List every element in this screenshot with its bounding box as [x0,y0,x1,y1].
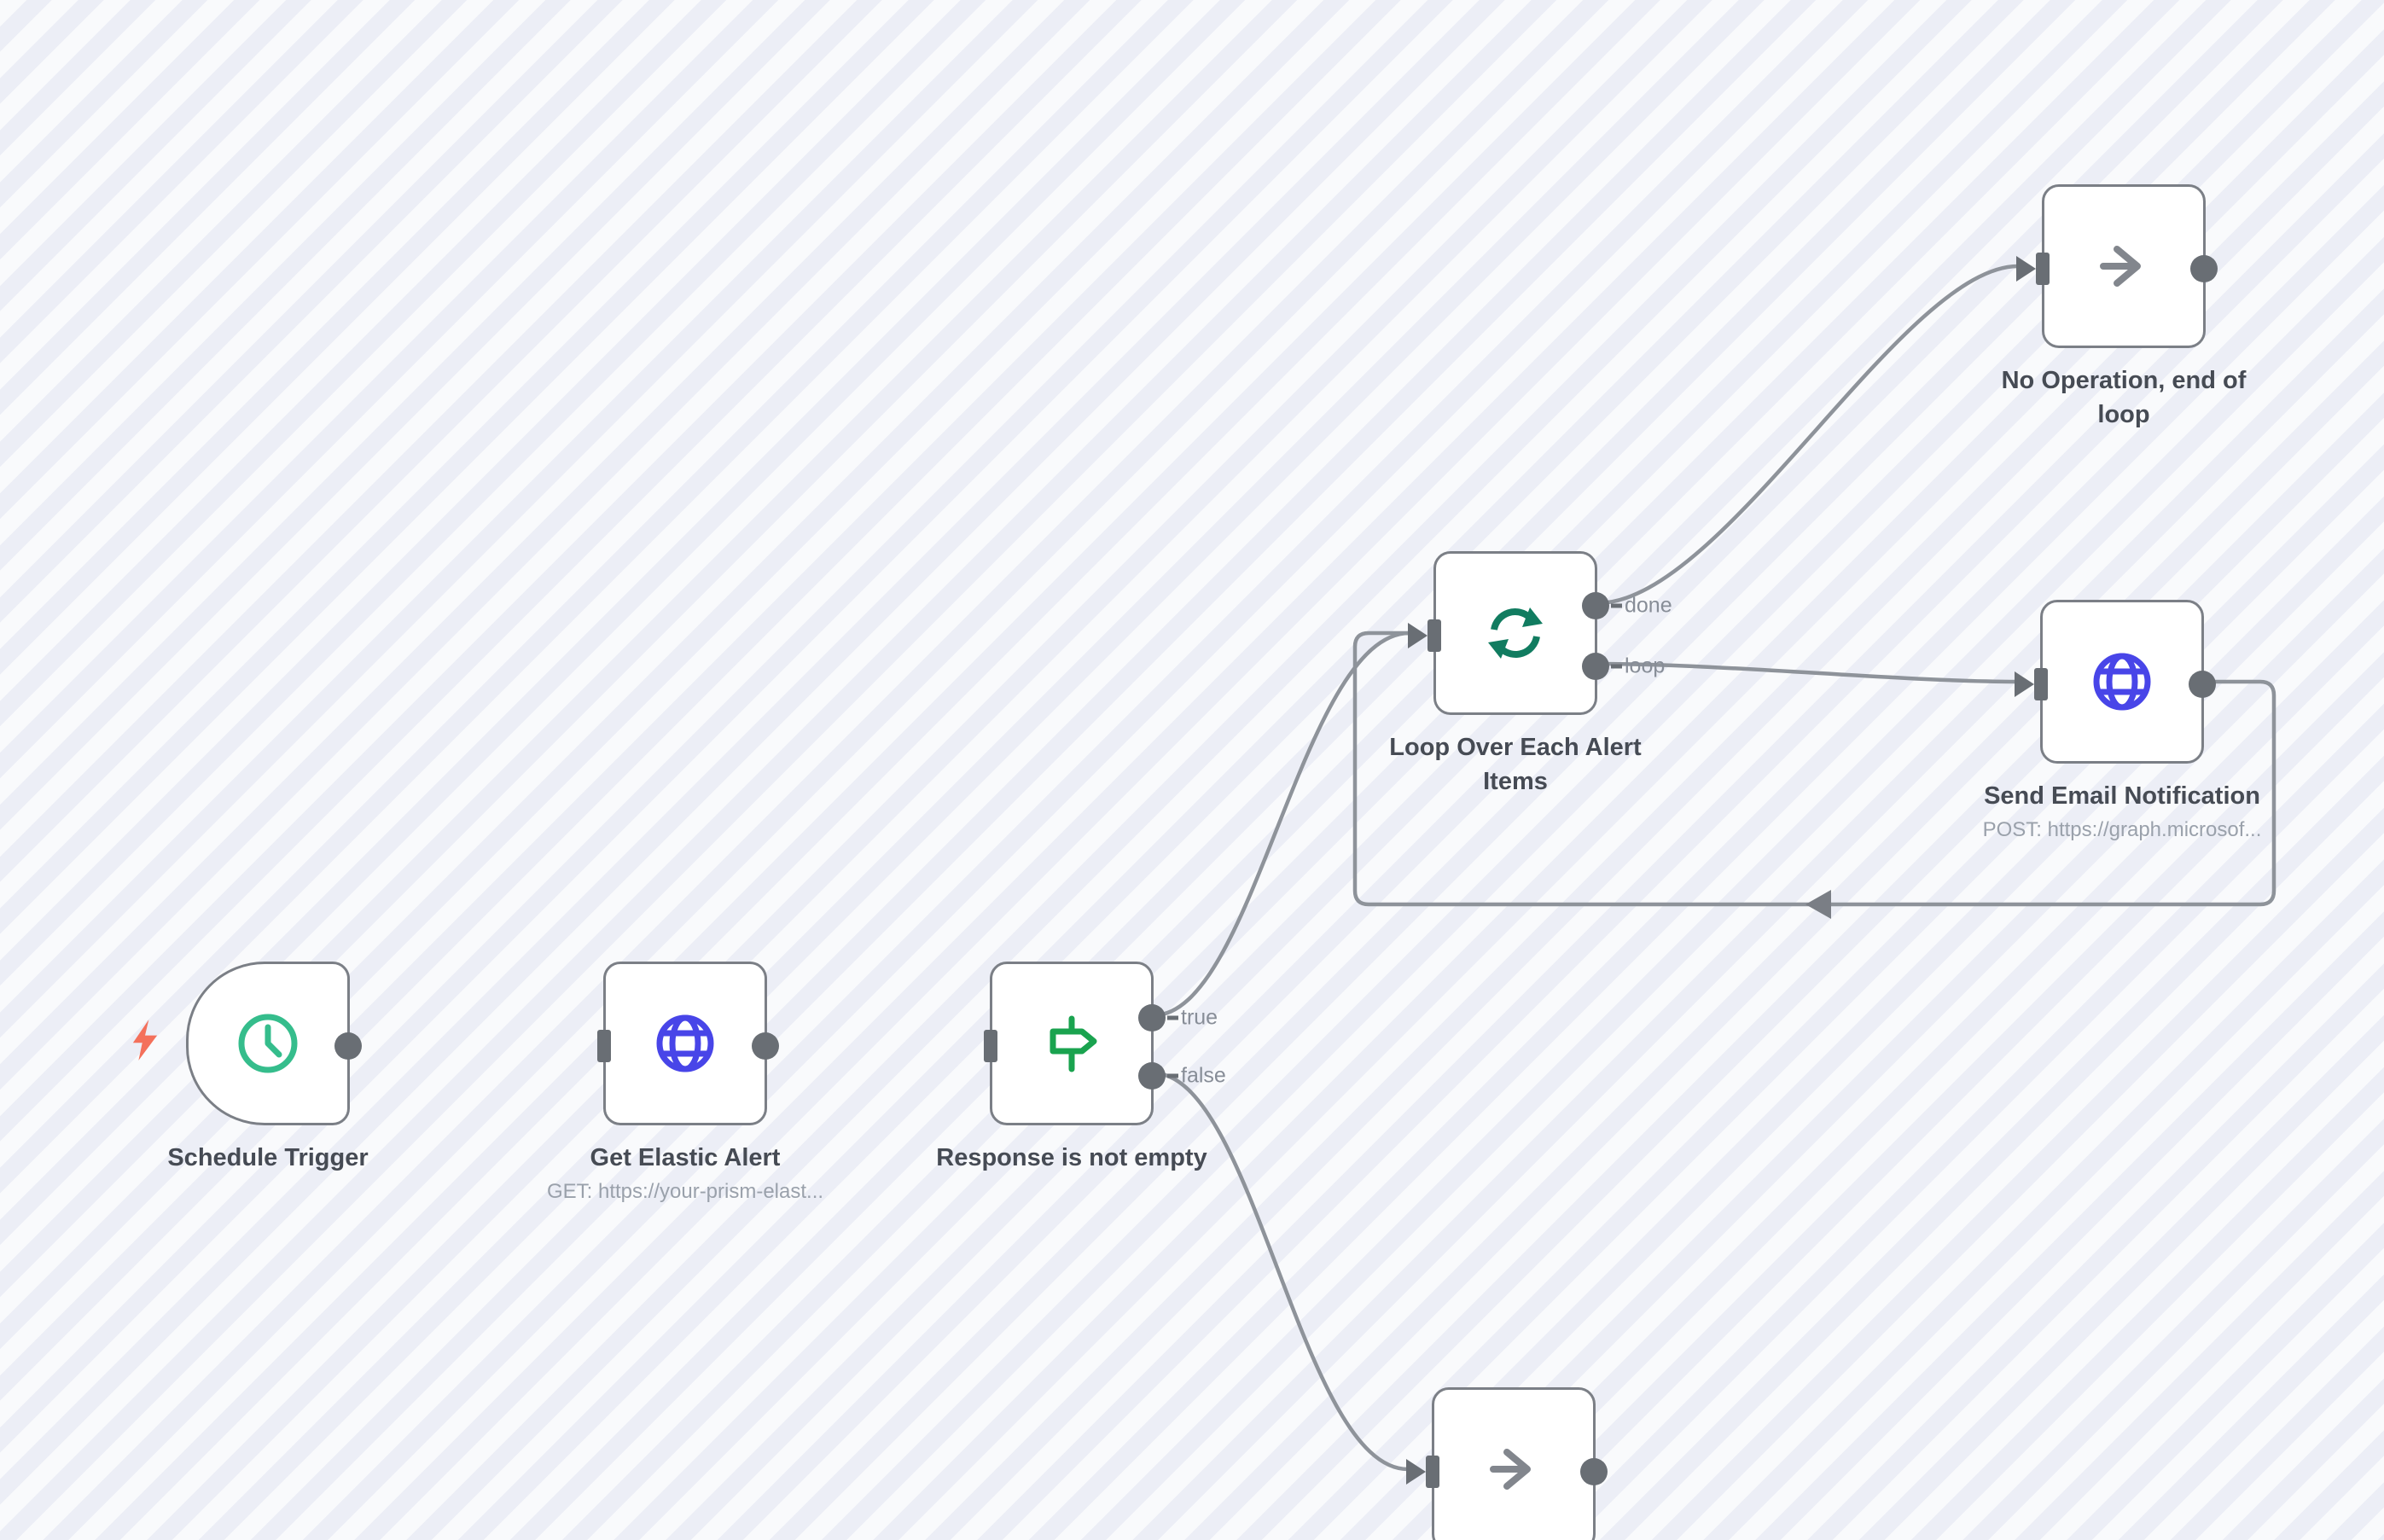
node-get-elastic-alert[interactable]: Get Elastic Alert GET: https://your-pris… [547,962,823,1203]
output-port[interactable] [2189,671,2216,698]
node-loop-over-each-alert-items[interactable]: done loop Loop Over Each Alert Items [1389,551,1672,795]
node-no-operation-bottom[interactable] [1406,1387,1608,1540]
output-label-done: done [1611,594,1672,619]
loop-icon [1488,607,1543,659]
node-schedule-trigger[interactable]: Schedule Trigger [167,962,369,1171]
signpost-icon [1050,1015,1097,1072]
output-port[interactable] [334,1032,362,1060]
output-port-loop[interactable] [1582,653,1609,680]
node-no-operation-end-of-loop[interactable]: No Operation, end of loop [2002,184,2246,428]
input-port[interactable] [1427,619,1441,652]
input-port[interactable] [984,1030,997,1062]
input-arrowhead-icon [1408,623,1427,648]
input-port[interactable] [2034,668,2048,700]
input-arrowhead-icon [1406,1459,1426,1485]
output-port[interactable] [752,1032,779,1060]
clock-icon [238,1014,298,1073]
node-response-is-not-empty[interactable]: true false Response is not empty [936,962,1226,1171]
output-port-true[interactable] [1138,1004,1166,1032]
globe-icon [2093,653,2151,711]
node-send-email-notification[interactable]: Send Email Notification POST: https://gr… [1983,600,2261,841]
input-arrowhead-icon [2015,671,2034,697]
output-port[interactable] [1580,1458,1608,1485]
output-label-false: false [1167,1064,1226,1089]
output-port-false[interactable] [1138,1062,1166,1090]
output-port-done[interactable] [1582,592,1609,619]
loopback-direction-arrow-icon [1805,890,1831,919]
input-port[interactable] [597,1030,611,1062]
connection-done-to-noop-end[interactable] [1596,264,2019,606]
output-label-loop: loop [1611,654,1665,679]
lightning-bolt-icon [132,1020,158,1061]
input-port[interactable] [1426,1456,1439,1488]
globe-icon [656,1014,714,1072]
input-port[interactable] [2036,253,2050,285]
connection-false-to-noop-bottom[interactable] [1153,1071,1409,1472]
output-label-true: true [1167,1006,1218,1031]
arrow-right-icon [1490,1449,1531,1490]
output-port[interactable] [2190,255,2218,282]
input-arrowhead-icon [2016,256,2036,282]
arrow-right-icon [2100,246,2141,287]
connection-true-to-loop[interactable] [1153,631,1410,1018]
